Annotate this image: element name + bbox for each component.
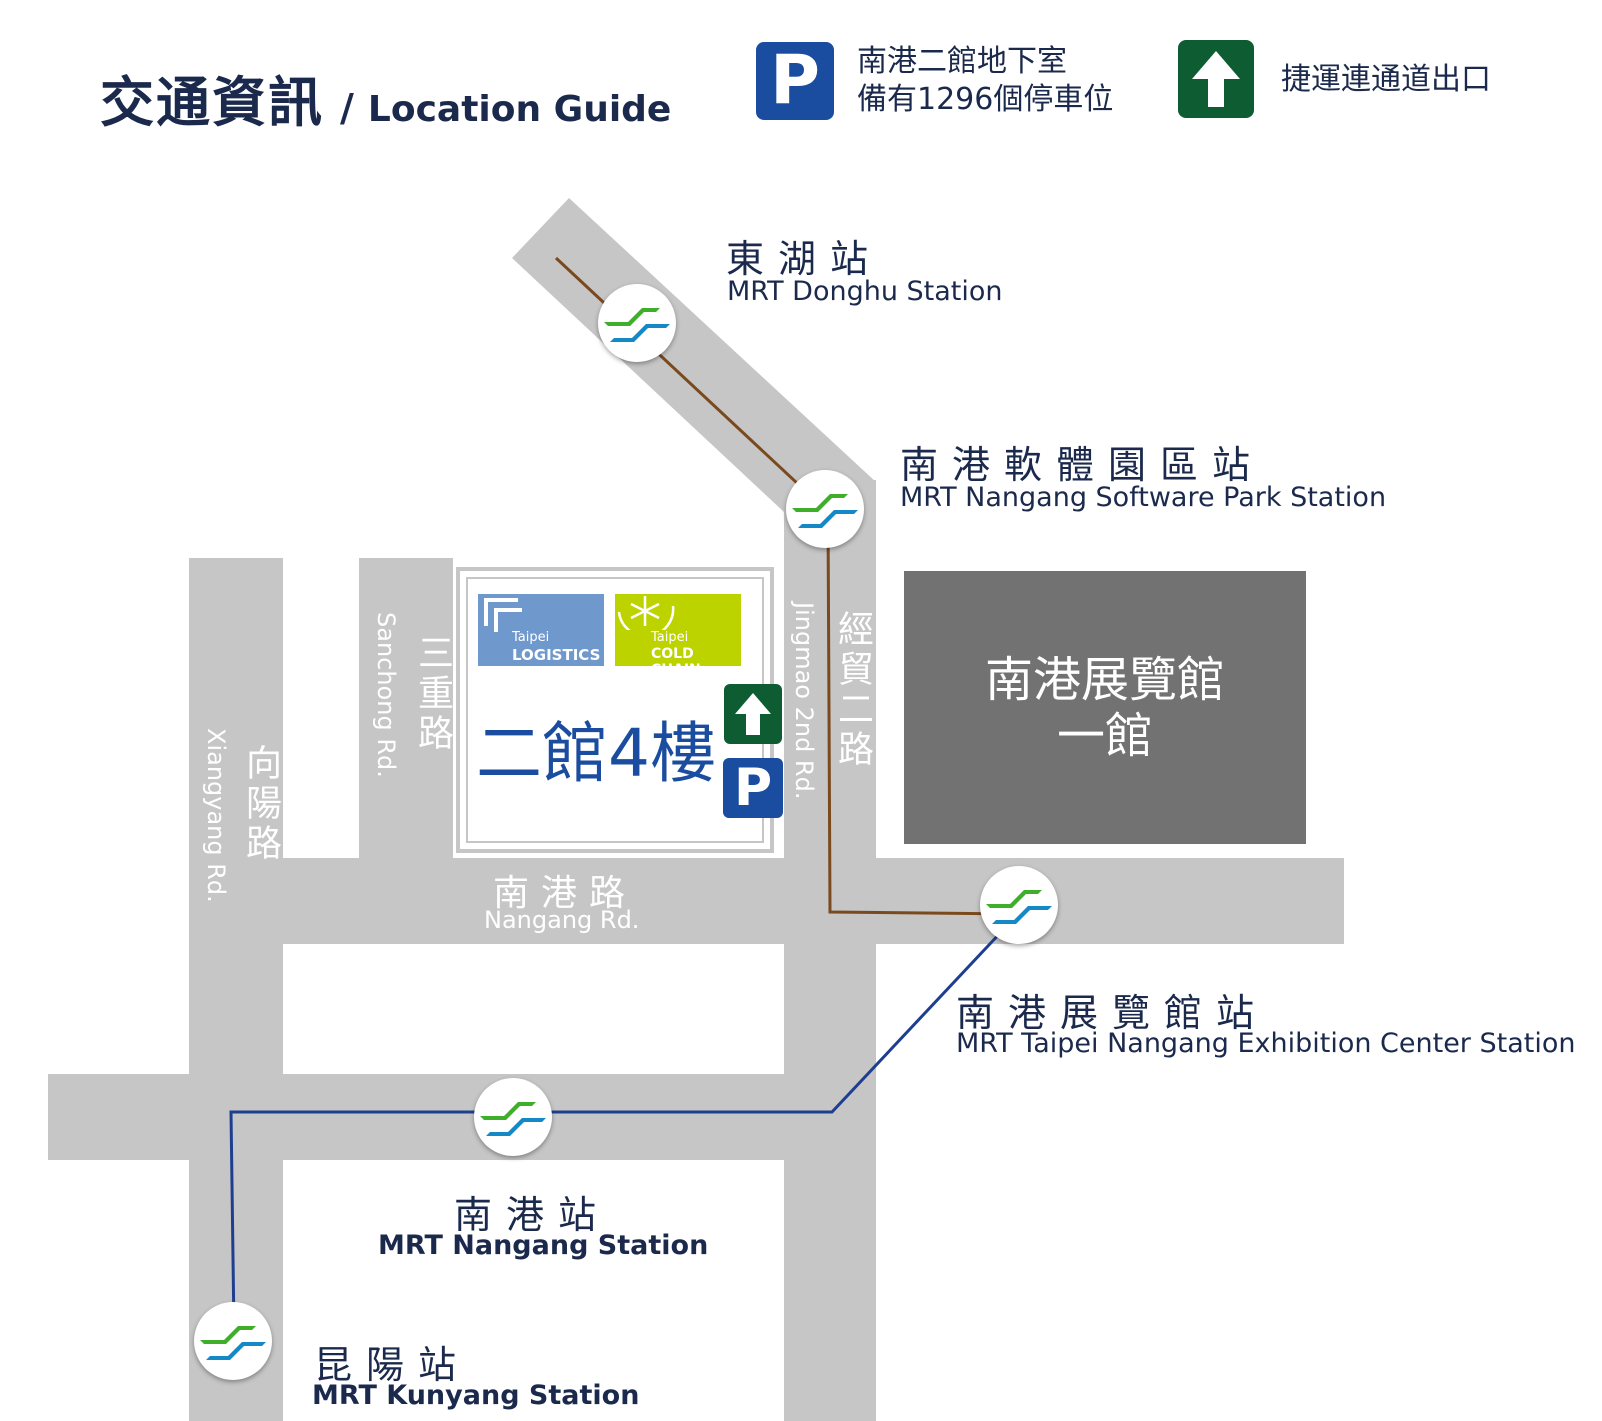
road-label-nangang-en: Nangang Rd. bbox=[484, 906, 640, 934]
coldchain-logo-small-text: Taipei bbox=[651, 630, 689, 645]
logistics-logo-small-text: Taipei bbox=[512, 630, 550, 645]
taipei-logistics-logo: Taipei LOGISTICS bbox=[478, 594, 604, 666]
mrt-logo-icon bbox=[792, 494, 858, 528]
station-exhibition-en: MRT Taipei Nangang Exhibition Center Sta… bbox=[956, 1028, 1576, 1059]
legend-parking-text: 南港二館地下室 備有1296個停車位 bbox=[857, 43, 1113, 119]
hall2-exit-up-arrow-icon bbox=[724, 684, 782, 744]
road-label-nangang-zh: 南港路 bbox=[493, 873, 638, 914]
title-zh: 交通資訊 bbox=[100, 71, 324, 134]
station-exhibition-zh: 南港展覽館站 bbox=[956, 991, 1269, 1035]
road-sanchong bbox=[359, 558, 453, 858]
hall1-building: 南港展覽館 一館 bbox=[904, 571, 1306, 844]
mrt-marker-exhibition[interactable] bbox=[980, 866, 1058, 944]
road-label-jingmao-zh: 經貿二路 bbox=[832, 610, 873, 770]
station-software-park-en: MRT Nangang Software Park Station bbox=[900, 482, 1387, 513]
mrt-marker-nangang[interactable] bbox=[474, 1078, 552, 1156]
station-kunyang-zh: 昆陽站 bbox=[314, 1343, 471, 1387]
title-en: Location Guide bbox=[367, 89, 672, 130]
mrt-logo-icon bbox=[200, 1326, 266, 1360]
road-xiangyang bbox=[189, 558, 283, 1421]
road-lower bbox=[48, 1074, 876, 1160]
station-kunyang-en: MRT Kunyang Station bbox=[312, 1380, 640, 1411]
mrt-marker-donghu[interactable] bbox=[598, 284, 676, 362]
legend-exit-up-arrow-icon bbox=[1178, 40, 1254, 118]
taipei-coldchain-logo: Taipei COLD CHAIN bbox=[615, 594, 741, 678]
legend-parking-line1: 南港二館地下室 bbox=[857, 44, 1067, 79]
page-title: 交通資訊 / Location Guide bbox=[100, 58, 671, 137]
mrt-logo-icon bbox=[986, 890, 1052, 924]
road-label-sanchong-en: Sanchong Rd. bbox=[372, 612, 400, 778]
hall1-name-line1: 南港展覽館 bbox=[984, 651, 1225, 708]
logistics-arrow-icon bbox=[484, 598, 522, 632]
mrt-logo-icon bbox=[480, 1102, 546, 1136]
station-software-park-zh: 南港軟體園區站 bbox=[900, 443, 1265, 487]
station-nangang-zh: 南港站 bbox=[454, 1193, 611, 1237]
mrt-logo-icon bbox=[604, 308, 670, 342]
snowflake-icon bbox=[617, 596, 675, 630]
logistics-logo-big-text: LOGISTICS bbox=[512, 646, 601, 664]
hall2-floor-label: 二館4樓 bbox=[476, 715, 716, 792]
station-donghu-en: MRT Donghu Station bbox=[727, 276, 1003, 307]
mrt-marker-software-park[interactable] bbox=[786, 470, 864, 548]
hall2-parking-icon: P bbox=[723, 758, 783, 818]
station-donghu-zh: 東湖站 bbox=[726, 237, 883, 281]
coldchain-logo-big-text: COLD CHAIN bbox=[651, 646, 701, 678]
station-nangang-en: MRT Nangang Station bbox=[378, 1230, 709, 1261]
title-separator: / bbox=[340, 86, 354, 130]
legend-exit-text: 捷運連通道出口 bbox=[1281, 62, 1491, 97]
road-nangang bbox=[189, 858, 1344, 944]
road-label-xiangyang-zh: 向陽路 bbox=[240, 744, 281, 864]
mrt-marker-kunyang[interactable] bbox=[194, 1302, 272, 1380]
legend-parking-line2: 備有1296個停車位 bbox=[857, 82, 1114, 117]
road-label-jingmao-en: Jingmao 2nd Rd. bbox=[790, 602, 818, 800]
road-label-sanchong-zh: 三重路 bbox=[412, 634, 453, 754]
legend-parking-icon: P bbox=[756, 42, 834, 120]
hall1-name-line2: 一館 bbox=[1056, 707, 1153, 764]
road-label-xiangyang-en: Xiangyang Rd. bbox=[202, 728, 230, 903]
